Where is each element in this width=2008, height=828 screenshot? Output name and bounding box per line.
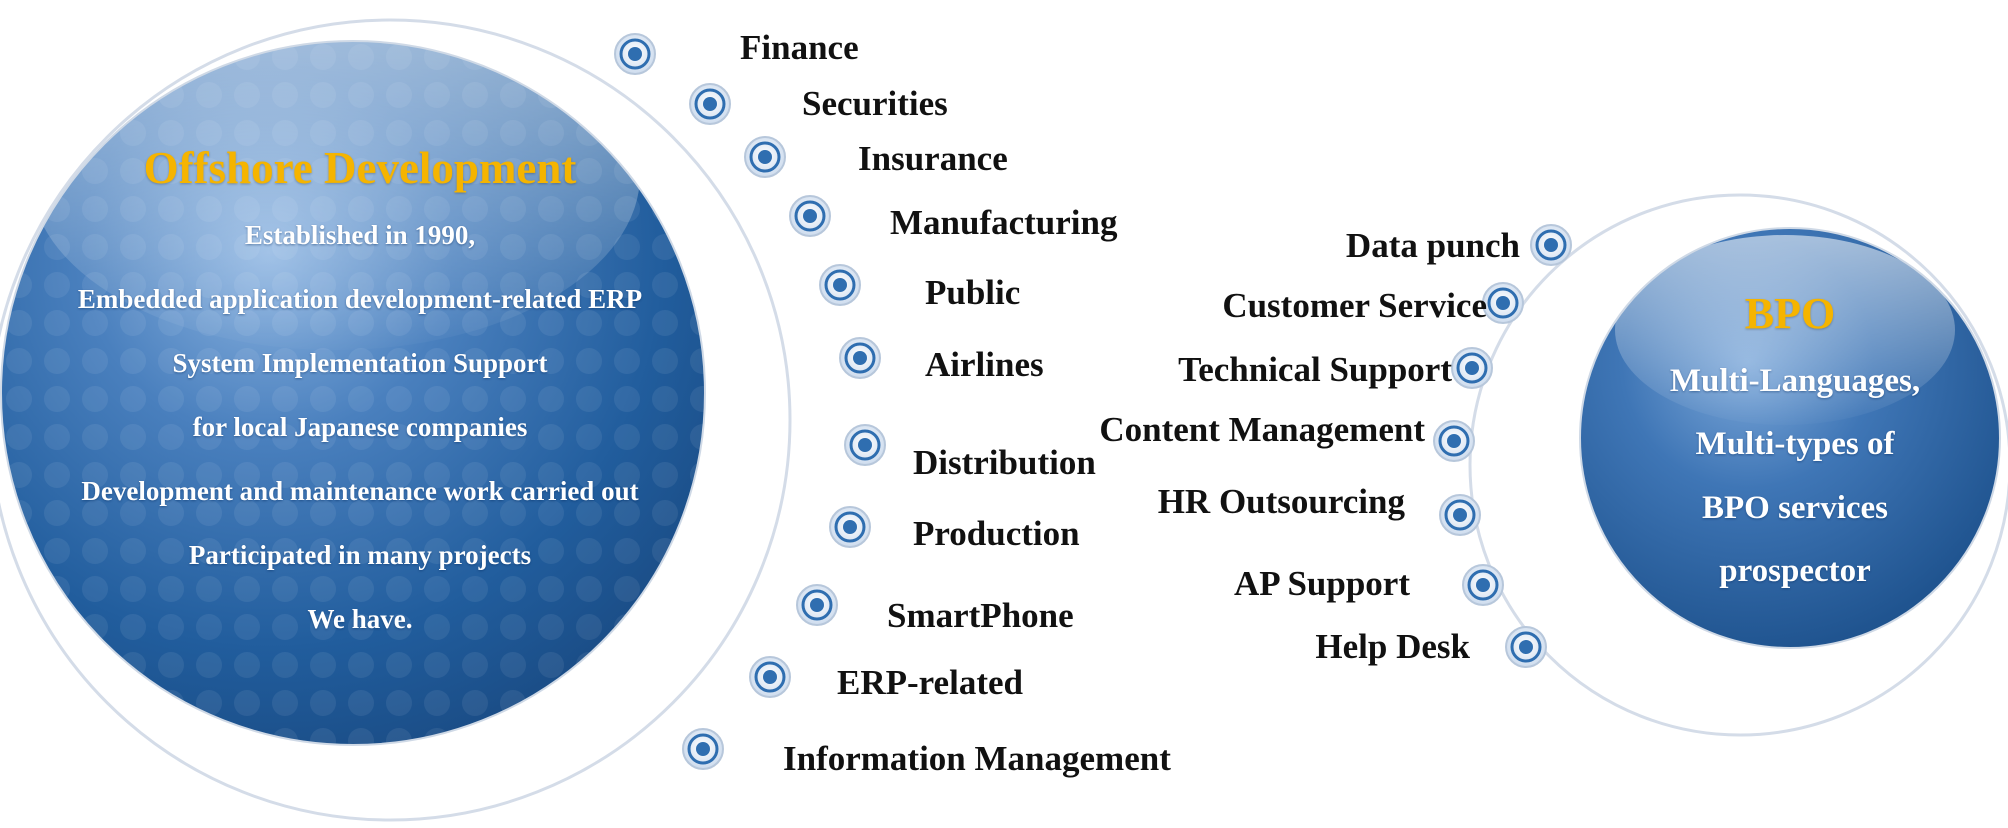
concentric-ring-bullet-icon	[789, 195, 831, 237]
service-label: HR Outsourcing	[1157, 482, 1405, 521]
concentric-ring-bullet-icon	[749, 656, 791, 698]
industry-label: ERP-related	[837, 663, 1023, 702]
industry-label: Manufacturing	[890, 203, 1118, 242]
concentric-ring-bullet-icon	[1439, 494, 1481, 536]
concentric-ring-bullet-icon	[829, 506, 871, 548]
concentric-ring-bullet-icon	[1482, 282, 1524, 324]
concentric-ring-bullet-icon	[1530, 224, 1572, 266]
concentric-ring-bullet-icon	[796, 584, 838, 626]
industry-label: Airlines	[925, 345, 1044, 384]
offshore-title: Offshore Development	[143, 143, 577, 193]
service-label: Customer Service	[1222, 286, 1487, 325]
industry-label: Securities	[802, 84, 948, 123]
offshore-text-line: Development and maintenance work carried…	[81, 476, 639, 506]
industry-label: Information Management	[783, 739, 1171, 778]
concentric-ring-bullet-icon	[1451, 347, 1493, 389]
concentric-ring-bullet-icon	[614, 33, 656, 75]
service-label: Help Desk	[1315, 627, 1470, 666]
industry-label: SmartPhone	[887, 596, 1074, 635]
concentric-ring-bullet-icon	[1505, 626, 1547, 668]
offshore-text-line: for local Japanese companies	[192, 412, 528, 442]
bpo-text-line: BPO services	[1701, 490, 1889, 526]
offshore-text-line: Participated in many projects	[188, 540, 532, 570]
concentric-ring-bullet-icon	[689, 83, 731, 125]
concentric-ring-bullet-icon	[819, 264, 861, 306]
bpo-text-line: prospector	[1719, 553, 1871, 589]
service-label: Data punch	[1345, 226, 1520, 265]
concentric-ring-bullet-icon	[744, 136, 786, 178]
service-label: Technical Support	[1178, 350, 1452, 389]
bpo-text-line: Multi-types of	[1695, 426, 1895, 462]
offshore-sphere	[0, 40, 706, 746]
bpo-text-line: Multi-Languages,	[1669, 363, 1921, 399]
service-label: Content Management	[1099, 410, 1425, 449]
industry-label: Finance	[740, 28, 859, 67]
offshore-text-line: Established in 1990,	[244, 220, 476, 250]
offshore-text-line: System Implementation Support	[172, 348, 548, 378]
offshore-text-line: We have.	[307, 604, 413, 634]
offshore-outer-ring	[0, 18, 792, 822]
industry-label: Production	[913, 514, 1080, 553]
industry-label: Insurance	[858, 139, 1008, 178]
bpo-title: BPO	[1744, 289, 1836, 338]
bpo-outer-ring	[1468, 193, 2008, 737]
concentric-ring-bullet-icon	[682, 728, 724, 770]
service-label: AP Support	[1233, 564, 1410, 603]
concentric-ring-bullet-icon	[839, 337, 881, 379]
industry-label: Public	[925, 273, 1021, 312]
concentric-ring-bullet-icon	[1462, 564, 1504, 606]
concentric-ring-bullet-icon	[844, 424, 886, 466]
concentric-ring-bullet-icon	[1433, 420, 1475, 462]
offshore-text-line: Embedded application development-related…	[77, 284, 643, 314]
industry-label: Distribution	[913, 443, 1096, 482]
bpo-sphere	[1579, 227, 2001, 649]
